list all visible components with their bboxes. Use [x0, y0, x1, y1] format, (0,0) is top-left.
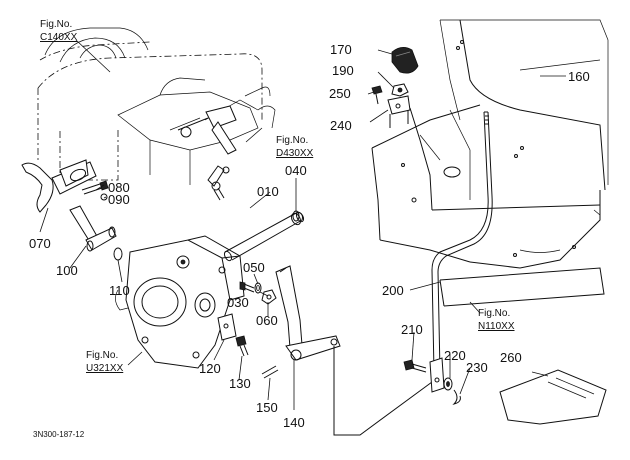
spring-pin: [261, 365, 279, 379]
part-120: 120: [199, 361, 221, 376]
link-rod: [333, 346, 433, 436]
part-190: 190: [332, 63, 354, 78]
pivot-pin: [239, 281, 255, 293]
part-160: 160: [568, 69, 590, 84]
part-210: 210: [401, 322, 423, 337]
fig-ref-n110[interactable]: Fig.No. N110XX: [478, 308, 515, 332]
svg-text:Fig.No.: Fig.No.: [478, 308, 510, 319]
part-030: 030: [227, 295, 249, 310]
upper-linkage: [177, 105, 237, 201]
part-080: 080: [108, 180, 130, 195]
nut-190: [391, 83, 409, 97]
lever-rod: [429, 111, 493, 393]
part-170: 170: [330, 42, 352, 57]
o-ring: [113, 247, 123, 261]
part-220: 220: [444, 348, 466, 363]
shift-arm: [69, 205, 117, 252]
svg-text:D430XX: D430XX: [276, 148, 314, 159]
bolt-250: [371, 85, 383, 105]
lever-knob: [391, 47, 419, 74]
part-240: 240: [330, 118, 352, 133]
svg-text:C140XX: C140XX: [40, 32, 78, 43]
svg-text:Fig.No.: Fig.No.: [86, 350, 118, 361]
washer-220: [443, 377, 453, 391]
label-plate-260: [499, 369, 607, 425]
washer-050: [254, 282, 262, 294]
svg-text:Fig.No.: Fig.No.: [276, 135, 308, 146]
part-110: 110: [109, 283, 130, 298]
set-bolt: [81, 180, 109, 201]
part-230: 230: [466, 360, 488, 375]
leader-lines: [39, 39, 549, 410]
part-050: 050: [243, 260, 265, 275]
part-070: 070: [29, 236, 51, 251]
shift-fork: [21, 159, 97, 213]
part-labels: 010 040 030 050 060 070 080 090 100 110 …: [29, 42, 590, 430]
part-100: 100: [56, 263, 78, 278]
snap-ring-040: [292, 210, 300, 222]
drawing-code: 3N300-187-12: [33, 430, 85, 439]
part-260: 260: [500, 350, 522, 365]
lock-plate: [217, 313, 237, 341]
part-130: 130: [229, 376, 251, 391]
part-150: 150: [256, 400, 278, 415]
part-040: 040: [285, 163, 307, 178]
part-010: 010: [257, 184, 279, 199]
fender-panel: [371, 19, 609, 307]
svg-text:U321XX: U321XX: [86, 363, 124, 374]
plate-bolt: [235, 335, 249, 357]
fig-ref-u321[interactable]: Fig.No. U321XX: [86, 350, 124, 374]
part-140: 140: [283, 415, 305, 430]
bracket-240: [387, 95, 411, 128]
svg-text:Fig.No.: Fig.No.: [40, 19, 72, 30]
bolt-210: [403, 359, 427, 373]
part-060: 060: [256, 313, 278, 328]
transmission-housing-outline: [37, 27, 276, 185]
nut-060: [261, 289, 277, 305]
svg-text:N110XX: N110XX: [478, 321, 515, 332]
gear-case: [115, 235, 245, 369]
part-090: 090: [108, 192, 130, 207]
part-250: 250: [329, 86, 351, 101]
fig-ref-d430[interactable]: Fig.No. D430XX: [276, 135, 314, 159]
bell-crank: [275, 265, 341, 361]
fig-ref-c140[interactable]: Fig.No. C140XX: [40, 19, 78, 43]
cotter-pin-230: [452, 389, 461, 405]
part-200: 200: [382, 283, 404, 298]
shift-shaft: [223, 211, 305, 262]
